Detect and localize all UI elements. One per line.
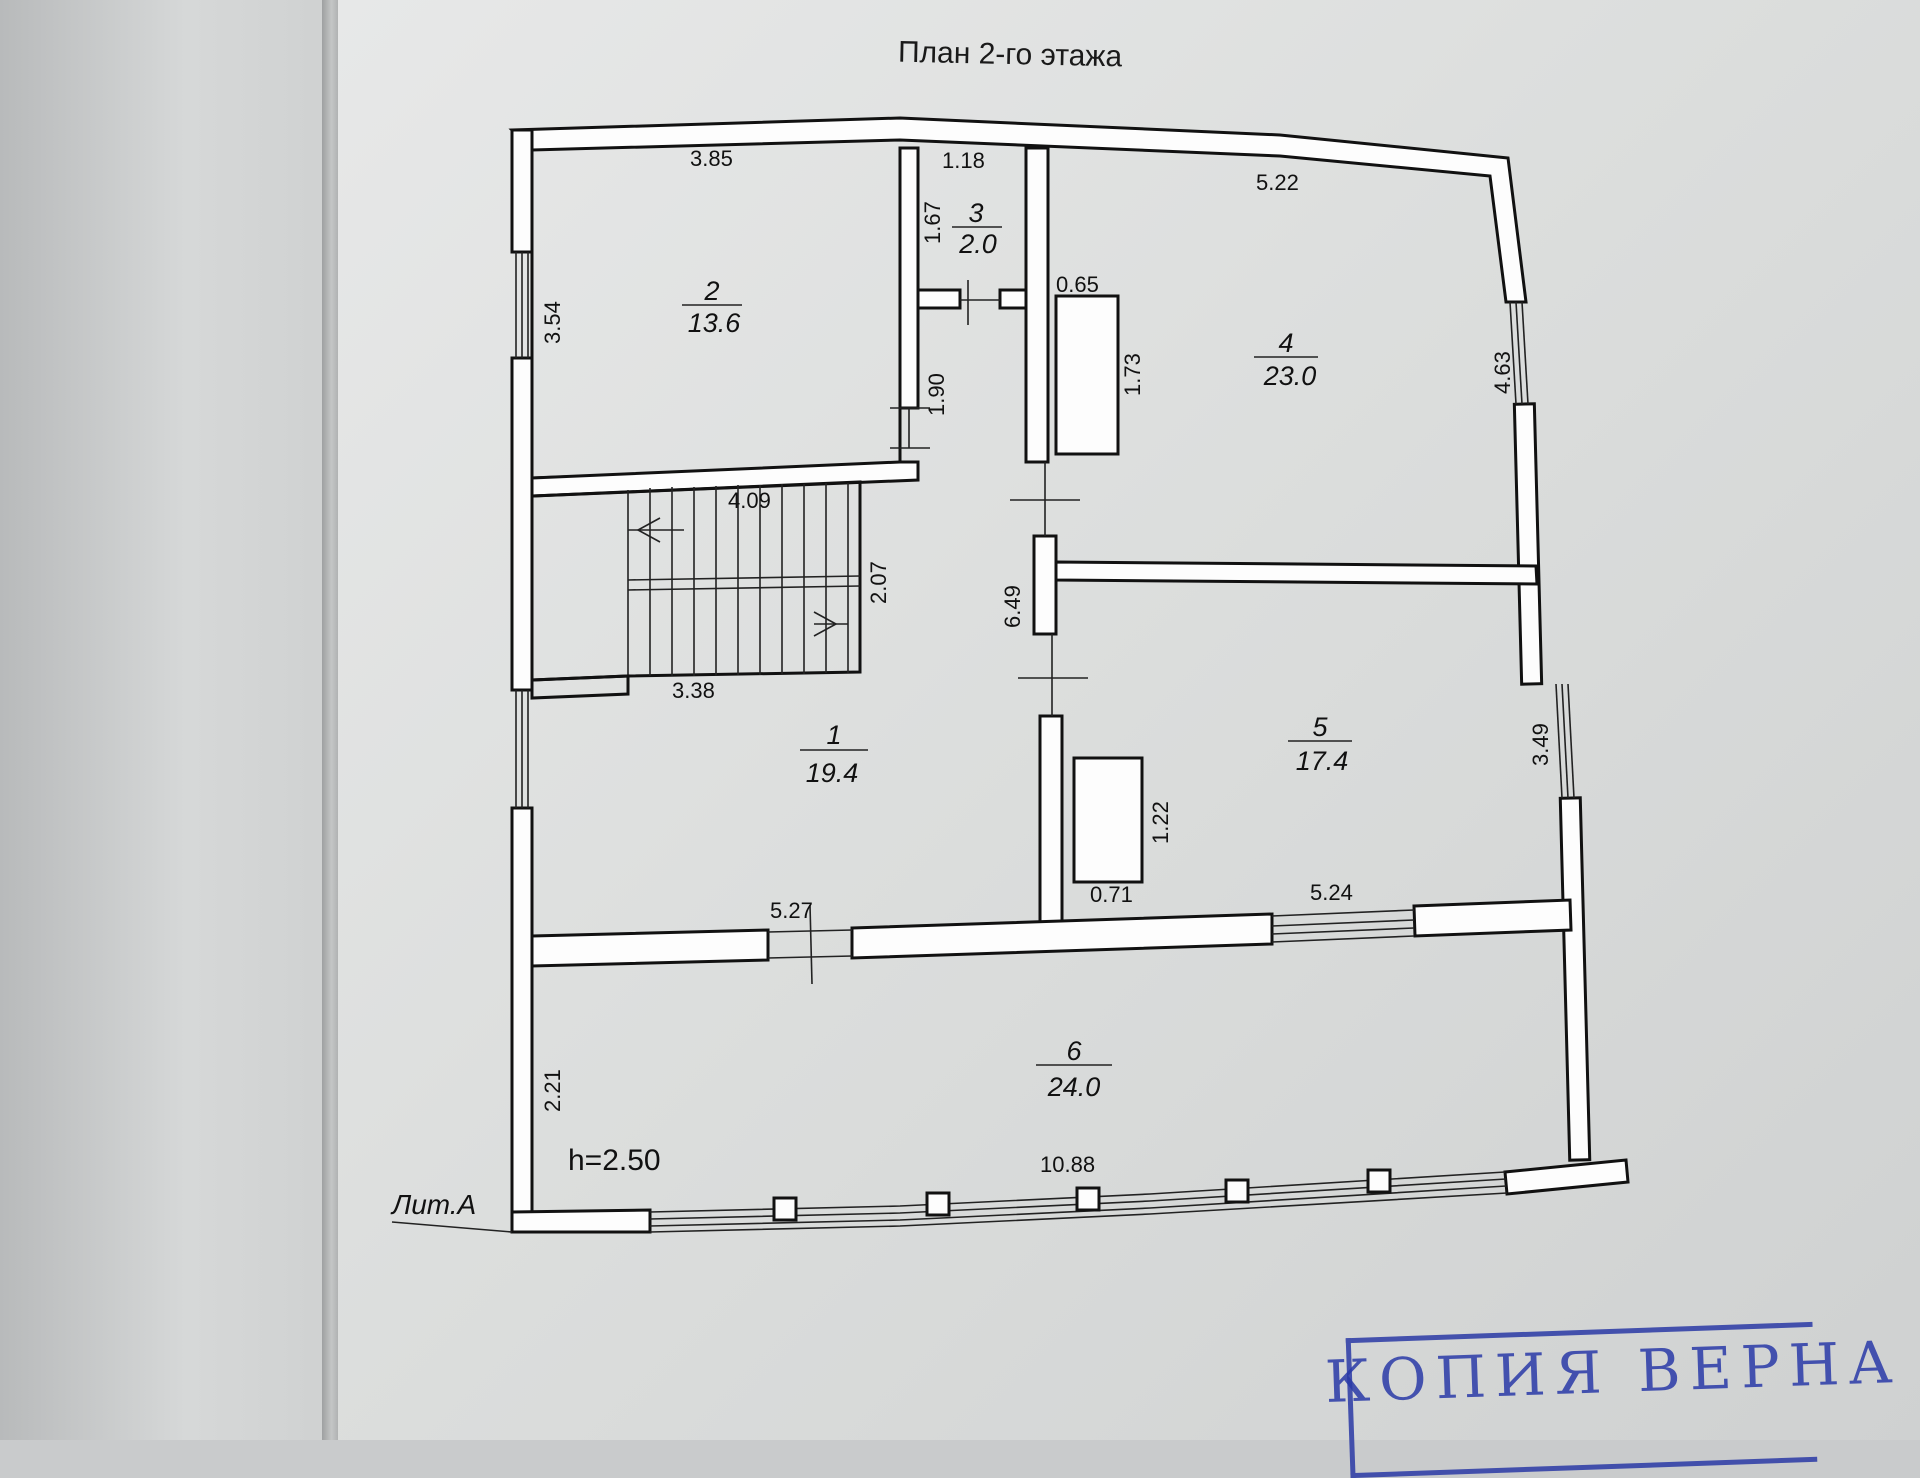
room-number: 5 (1312, 712, 1328, 742)
outer-wall-bottom-right (1503, 1158, 1630, 1196)
room-label-4: 4 23.0 (1254, 328, 1318, 391)
wall-room3-bottom-right (998, 288, 1028, 310)
dim-room6-height: 2.21 (540, 1069, 565, 1112)
window-right-mid (1555, 683, 1575, 799)
dim-corridor-height: 1.90 (924, 373, 949, 416)
window-left-mid (515, 690, 529, 808)
room-number: 4 (1278, 328, 1293, 358)
outer-wall-left-2 (510, 356, 534, 692)
room-number: 6 (1066, 1036, 1082, 1066)
dim-closet4-height: 1.73 (1120, 353, 1145, 396)
dim-closet5-height: 1.22 (1148, 801, 1173, 844)
dim-room3-height: 1.67 (920, 201, 945, 244)
door-room5-room6 (1271, 909, 1415, 943)
wall-hall-east-3 (1038, 714, 1064, 924)
outer-wall-top (508, 116, 1528, 304)
dim-closet5-width: 0.71 (1090, 882, 1133, 907)
wall-room5-room6-right (1412, 898, 1573, 938)
dim-room2-height: 3.54 (540, 301, 565, 344)
room-area: 23.0 (1263, 361, 1317, 391)
wall-hall-east-1 (1024, 146, 1050, 464)
room2-bottom-wall (530, 460, 920, 498)
wall-room4-room5 (1054, 560, 1539, 586)
room-label-5: 5 17.4 (1288, 712, 1352, 776)
stair-bottom-wall (530, 674, 630, 700)
room-number: 2 (703, 276, 719, 306)
outer-wall-right-1 (1512, 402, 1544, 686)
dim-hall-height: 6.49 (1000, 585, 1025, 628)
wall-hall-east-2 (1032, 534, 1058, 636)
room-area: 19.4 (806, 758, 859, 788)
room-number: 3 (968, 198, 983, 228)
door-room2 (890, 407, 930, 449)
dim-stair-height: 2.07 (866, 561, 891, 604)
window-left-top (515, 252, 529, 358)
window-mullions (772, 1168, 1392, 1222)
outer-wall-left-3 (510, 806, 534, 1232)
litera-leader (391, 1221, 513, 1233)
door-room6 (767, 904, 853, 985)
dim-room3-width: 1.18 (942, 148, 985, 173)
dim-room1-width: 5.27 (770, 898, 813, 923)
closet-room4 (1054, 294, 1120, 456)
outer-wall-bottom-left (510, 1208, 652, 1234)
room-label-1: 1 19.4 (800, 720, 868, 788)
wall-room1-room6-mid (850, 912, 1274, 960)
right-page (338, 0, 1920, 1440)
wall-room3-bottom-left (916, 288, 962, 310)
book-spine (322, 0, 338, 1440)
ceiling-height: h=2.50 (568, 1144, 661, 1177)
room-area: 13.6 (688, 308, 742, 338)
dim-stair-top: 4.09 (728, 488, 771, 513)
dim-room4-width: 5.22 (1256, 170, 1299, 195)
wall-room2-east (898, 146, 920, 410)
room-area: 17.4 (1296, 746, 1349, 776)
staircase (530, 480, 862, 682)
floor-plan: 2 13.6 3 2.0 4 23.0 1 19.4 5 17.4 6 24.0… (390, 116, 1630, 1234)
dim-room4-height: 4.63 (1490, 351, 1515, 394)
door-room3 (960, 280, 1000, 325)
outer-wall-left-1 (510, 128, 534, 254)
window-right-top (1509, 301, 1529, 405)
outer-wall-right-2 (1558, 796, 1592, 1162)
dim-room5-width: 5.24 (1310, 880, 1353, 905)
dim-room2-width: 3.85 (690, 146, 733, 171)
room-number: 1 (826, 720, 841, 750)
dim-stair-bottom: 3.38 (672, 678, 715, 703)
room-area: 24.0 (1047, 1072, 1101, 1102)
litera-label: Лит.А (390, 1189, 476, 1220)
door-room4 (1010, 462, 1080, 536)
closet-room5 (1072, 756, 1144, 884)
room-label-2: 2 13.6 (682, 276, 742, 338)
dim-room6-width: 10.88 (1040, 1152, 1095, 1177)
room-area: 2.0 (958, 229, 997, 259)
door-room5 (1018, 634, 1088, 716)
room-label-6: 6 24.0 (1036, 1036, 1112, 1102)
dim-room5-height: 3.49 (1528, 723, 1553, 766)
left-page (0, 0, 338, 1440)
room-label-3: 3 2.0 (952, 198, 1002, 259)
dim-closet4-width: 0.65 (1056, 272, 1099, 297)
wall-room1-room6-left (530, 928, 770, 968)
